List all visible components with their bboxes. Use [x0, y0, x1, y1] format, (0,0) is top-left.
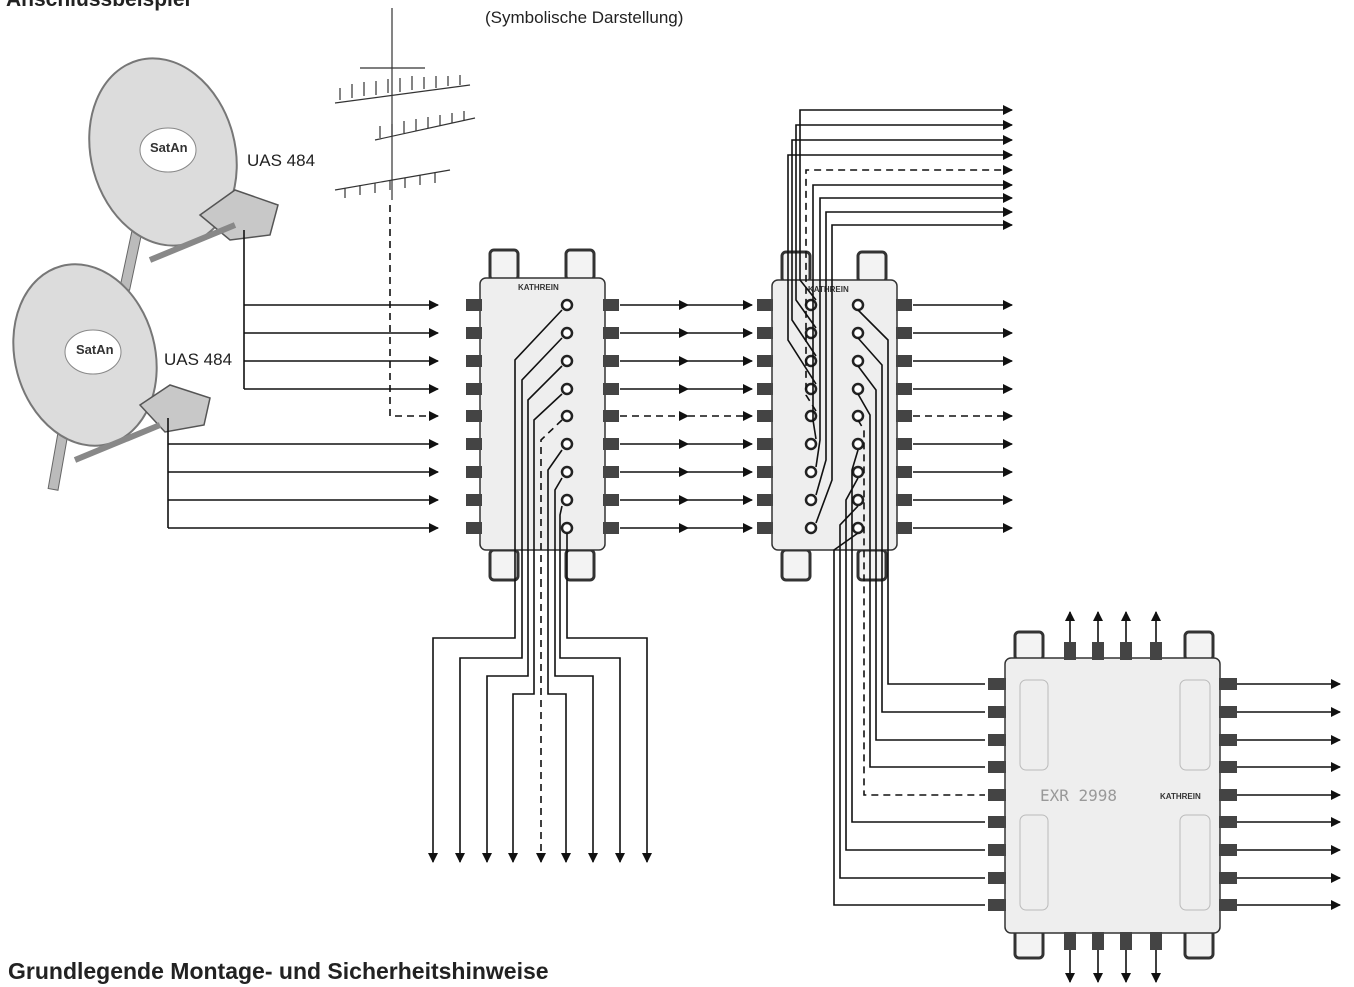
multiswitch-exr-2998: EXR 2998 KATHREIN — [988, 630, 1237, 960]
exr-outputs — [1065, 611, 1341, 983]
ms1-brand: KATHREIN — [518, 283, 559, 292]
exr-model-label: EXR 2998 — [1040, 786, 1117, 805]
lnb-feed-lines — [167, 205, 439, 533]
multiswitch-1: KATHREIN — [466, 248, 619, 582]
section-heading: Grundlegende Montage- und Sicherheitshin… — [8, 958, 549, 984]
lnb-label-1: UAS 484 — [247, 151, 316, 170]
page-title: Anschlussbeispiel — [6, 0, 190, 12]
lnb-label-2: UAS 484 — [164, 350, 233, 369]
trunk-lines-ms1-ms2 — [620, 300, 753, 533]
ms1-subscriber-outputs — [428, 580, 652, 863]
dish-1-logo: SatAn — [150, 140, 188, 155]
ms2-brand: KATHREIN — [808, 285, 849, 294]
dish-2-logo: SatAn — [76, 342, 114, 357]
exr-brand: KATHREIN — [1160, 792, 1201, 801]
satellite-dish-1 — [88, 57, 279, 291]
ms2-top-outputs — [787, 105, 1013, 524]
diagram-subtitle: (Symbolische Darstellung) — [485, 8, 684, 27]
terrestrial-antenna — [334, 8, 476, 200]
ms2-right-outputs — [913, 300, 1013, 533]
ms2-to-exr-lines — [833, 309, 985, 906]
satellite-dish-2 — [12, 263, 211, 491]
